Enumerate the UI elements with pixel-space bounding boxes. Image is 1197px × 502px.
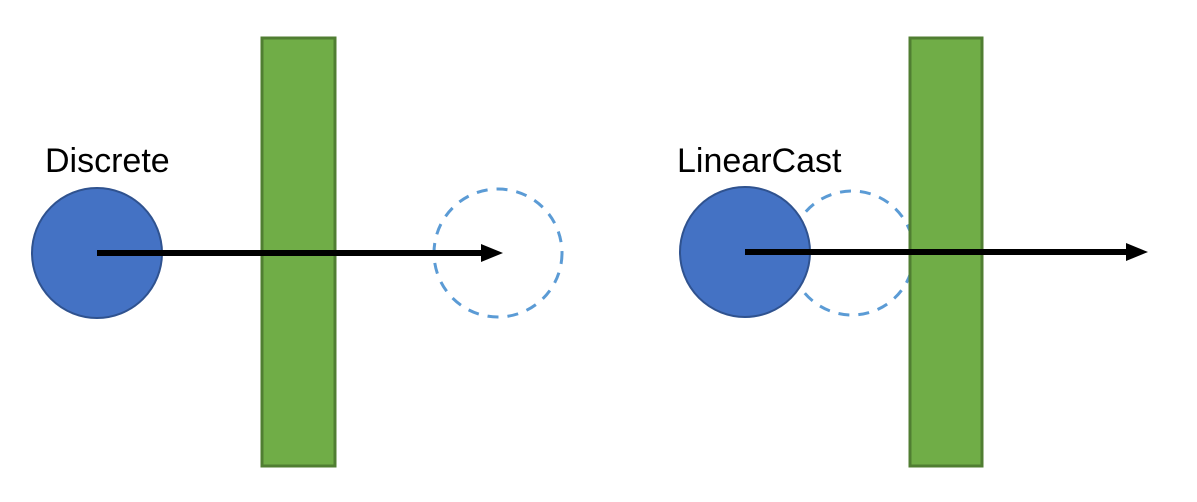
arrow-head-discrete	[481, 244, 503, 262]
arrow-head-linearcast	[1126, 243, 1148, 261]
panel-discrete: Discrete	[31, 36, 564, 468]
panel-linearcast: LinearCast	[677, 36, 1148, 468]
panel-label-discrete: Discrete	[45, 142, 170, 180]
panel-label-linearcast: LinearCast	[677, 142, 842, 180]
